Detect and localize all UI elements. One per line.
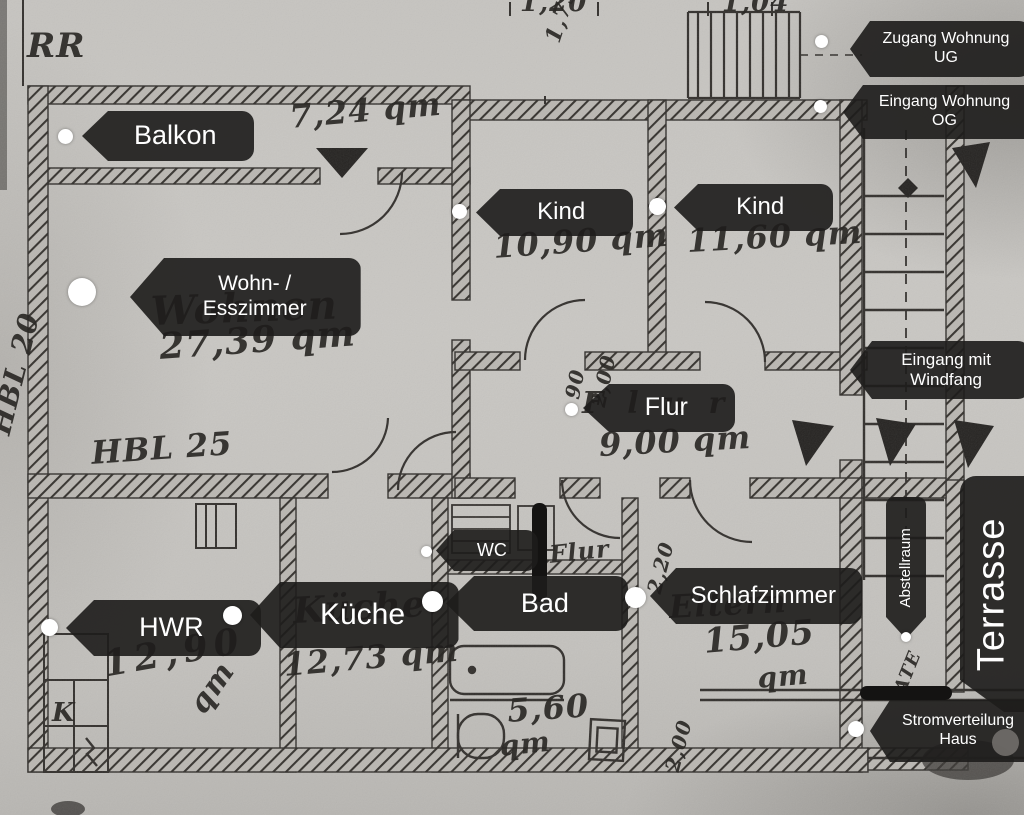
tag-kueche[interactable]: Küche — [250, 582, 459, 648]
anchor-dot-balkon[interactable] — [58, 129, 73, 144]
gray-dot — [992, 729, 1019, 756]
tag-schlafzimmer[interactable]: Schlafzimmer — [650, 568, 863, 624]
tag-label: Eingang Wohnung — [878, 93, 1011, 111]
anchor-dot-kind-links[interactable] — [452, 204, 467, 219]
tag-label: Esszimmer — [202, 297, 307, 320]
tag-terrasse[interactable]: Terrasse — [960, 476, 1024, 712]
marker-bar-horizontal — [860, 686, 952, 700]
tag-kind-links[interactable]: Kind — [476, 189, 634, 236]
tag-label: Flur — [644, 393, 688, 422]
tag-eingang-mit-windfang[interactable]: Eingang mit Windfang — [850, 341, 1024, 399]
anchor-dot-kind-rechts[interactable] — [649, 198, 666, 215]
tag-label: Schlafzimmer — [690, 581, 836, 609]
anchor-dot-stromverteilung[interactable] — [848, 721, 864, 737]
tag-label: Eingang mit — [901, 349, 991, 369]
tag-label: Balkon — [134, 120, 217, 151]
tag-wc[interactable]: WC — [436, 530, 538, 571]
tag-label: Zugang Wohnung — [882, 30, 1010, 48]
tag-kind-rechts[interactable]: Kind — [674, 184, 834, 231]
tag-label: Kind — [736, 193, 785, 221]
tag-label: Küche — [319, 598, 406, 632]
tag-label: UG — [934, 49, 958, 66]
tag-eingang-wohnung-og[interactable]: Eingang Wohnung OG — [843, 85, 1024, 139]
tag-hwr[interactable]: HWR — [66, 600, 262, 656]
tag-label: Stromverteilung — [901, 712, 1015, 730]
anchor-dot-bad[interactable] — [422, 591, 443, 612]
tag-label: HWR — [139, 612, 204, 643]
anchor-dot-kueche[interactable] — [223, 606, 242, 625]
anchor-dot-abstellraum[interactable] — [901, 632, 911, 642]
tag-label: Kind — [537, 198, 586, 226]
anchor-dot-flur[interactable] — [565, 403, 578, 416]
tag-label: Bad — [520, 587, 569, 618]
anchor-dot-wc[interactable] — [421, 546, 432, 557]
anchor-dot-eingang-og[interactable] — [814, 100, 827, 113]
tag-zugang-wohnung-ug[interactable]: Zugang Wohnung UG — [850, 21, 1024, 77]
tag-balkon[interactable]: Balkon — [82, 111, 255, 161]
anchor-dot-wohn-esszimmer[interactable] — [68, 278, 96, 306]
anchor-dot-hwr[interactable] — [41, 619, 58, 636]
tag-label: Abstellraum — [897, 528, 915, 608]
tag-label: WC — [476, 539, 507, 560]
anchor-dot-schlafzimmer[interactable] — [625, 587, 646, 608]
tag-label: Windfang — [910, 370, 982, 389]
tag-label: OG — [932, 112, 957, 129]
tag-bad[interactable]: Bad — [446, 576, 629, 631]
tag-flur[interactable]: Flur — [583, 384, 736, 432]
anchor-dot-zugang-ug[interactable] — [815, 35, 828, 48]
tag-wohn-esszimmer[interactable]: Wohn- / Esszimmer — [130, 258, 361, 336]
tag-label: Wohn- / — [218, 272, 292, 296]
tag-label: Terrasse — [970, 517, 1013, 671]
tag-label: Haus — [939, 731, 977, 748]
tag-abstellraum[interactable]: Abstellraum — [886, 497, 926, 639]
